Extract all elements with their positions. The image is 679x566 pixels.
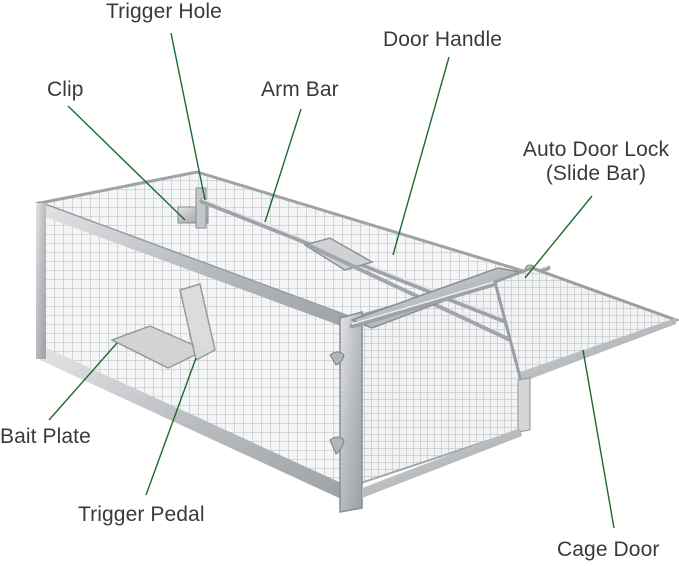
- label-cage-door: Cage Door: [557, 538, 660, 561]
- leader-trigger-hole: [170, 32, 206, 201]
- trigger-pedal-shape: [179, 283, 216, 362]
- leader-bait-plate: [48, 342, 118, 421]
- leader-arm-bar: [264, 108, 302, 223]
- label-clip: Clip: [47, 78, 84, 101]
- label-auto-door-lock: Auto Door Lock (Slide Bar): [513, 138, 679, 186]
- label-bait-plate: Bait Plate: [0, 425, 91, 448]
- label-trigger-pedal: Trigger Pedal: [78, 503, 205, 526]
- leader-auto-door-lock: [524, 195, 593, 279]
- leader-clip: [67, 105, 186, 221]
- label-arm-bar: Arm Bar: [261, 78, 339, 101]
- leader-cage-door: [582, 349, 615, 529]
- leader-trigger-pedal: [145, 357, 197, 496]
- label-trigger-hole: Trigger Hole: [106, 0, 222, 23]
- label-auto-door-lock-line2: (Slide Bar): [545, 162, 647, 185]
- leader-lines: [48, 32, 615, 529]
- label-door-handle: Door Handle: [383, 28, 502, 51]
- label-auto-door-lock-line1: Auto Door Lock: [522, 138, 670, 161]
- leader-door-handle: [392, 56, 450, 256]
- cage-door-panel: [493, 266, 679, 433]
